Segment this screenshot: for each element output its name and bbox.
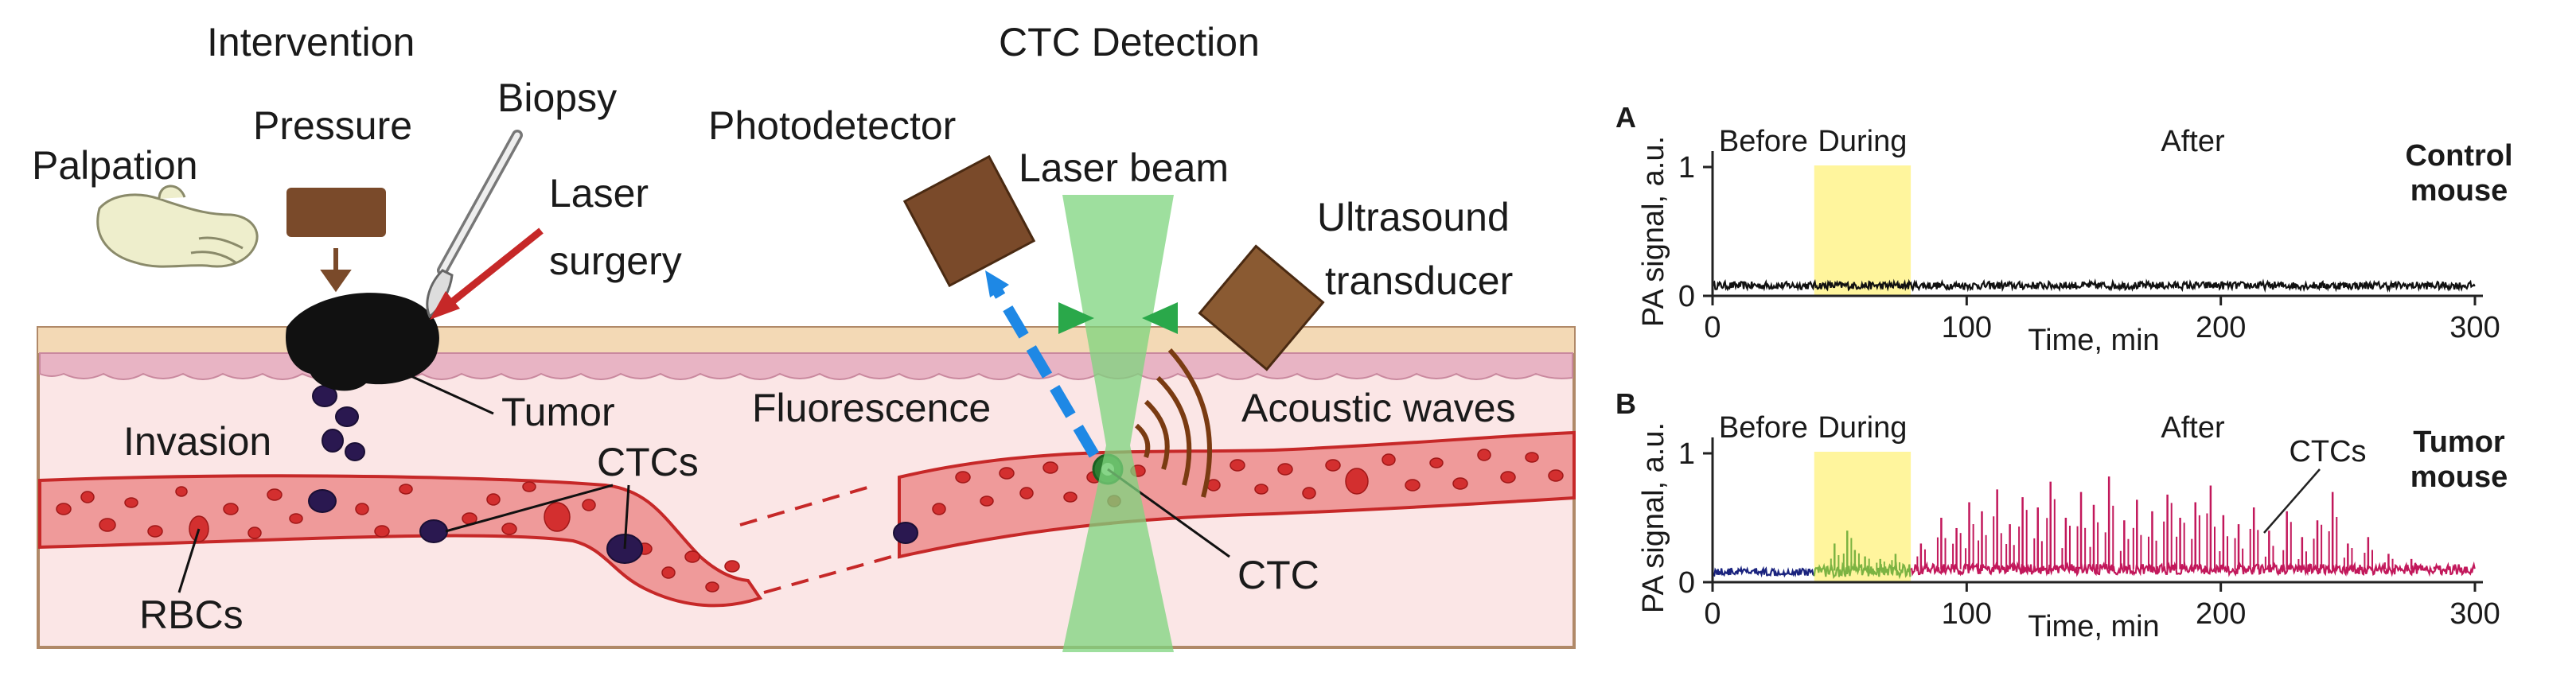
invasion-label: Invasion [123, 419, 271, 464]
transducer-label: transducer [1325, 258, 1513, 303]
laser-beam-label: Laser beam [1019, 146, 1229, 190]
x-tick-label: 200 [2196, 311, 2246, 344]
x-axis-label: Time, min [2028, 610, 2159, 643]
dermis-layer [39, 352, 1573, 380]
phase-label-during: During [1818, 125, 1907, 158]
biopsy-label: Biopsy [497, 76, 617, 120]
tumor-label: Tumor [501, 390, 615, 434]
surgery-label: surgery [549, 239, 682, 283]
x-tick-label: 0 [1704, 597, 1721, 631]
pressure-label: Pressure [253, 103, 412, 148]
x-tick-label: 200 [2196, 597, 2246, 631]
tumor-leader-line [405, 372, 494, 415]
pressure-arrow [320, 248, 352, 293]
y-tick-label: 0 [1678, 280, 1695, 313]
chart-panel-b: Before During After 0 1 0 100 200 300 Time, min PA… [1615, 387, 2508, 643]
acoustic-waves-label: Acoustic waves [1241, 386, 1516, 430]
rbcs-label: RBCs [139, 593, 244, 637]
skin-surface [38, 328, 1574, 353]
ultrasound-label: Ultrasound [1317, 195, 1510, 239]
y-tick-label: 0 [1678, 566, 1695, 600]
panel-title-line2: mouse [2410, 460, 2508, 494]
y-tick-label: 1 [1678, 437, 1695, 471]
phase-label-after: After [2161, 411, 2225, 445]
laser-label: Laser [549, 171, 649, 216]
photodetector [902, 154, 1036, 288]
x-tick-label: 300 [2449, 597, 2500, 631]
ctc-detection-title: CTC Detection [999, 20, 1260, 64]
phase-label-before: Before [1719, 125, 1808, 158]
x-tick-label: 300 [2449, 311, 2500, 344]
vessel-gap-bottom [763, 555, 892, 594]
ctcs-label: CTCs [597, 440, 699, 484]
signal-trace-before [1711, 565, 1815, 578]
ultrasound-transducer [1198, 244, 1325, 371]
ctcs-leader-line-2 [623, 484, 630, 550]
y-axis-label: PA signal, a.u. [1637, 422, 1670, 613]
x-tick-label: 100 [1942, 311, 1992, 344]
fluorescence-arrow [989, 283, 1100, 458]
panel-title-line2: mouse [2410, 174, 2508, 208]
y-tick-label: 1 [1678, 151, 1695, 185]
ctcs-leader-line-1 [445, 484, 614, 533]
chart-panel-a: Before During After 0 1 0 100 200 300 Time, min PA… [1615, 101, 2513, 357]
palpation-hand-icon [96, 185, 259, 268]
phase-label-during: During [1818, 411, 1907, 445]
photodetector-label: Photodetector [708, 103, 956, 148]
biopsy-scalpel-icon [426, 130, 523, 319]
palpation-label: Palpation [32, 143, 198, 188]
x-tick-label: 0 [1704, 311, 1721, 344]
laser-beam [1062, 195, 1174, 652]
signal-trace-main [1711, 278, 2476, 293]
phase-label-before: Before [1719, 411, 1808, 445]
x-axis-label: Time, min [2028, 324, 2159, 357]
ctcs-annotation: CTCs [2289, 435, 2366, 468]
panel-title-line1: Control [2405, 139, 2512, 173]
x-tick-label: 100 [1942, 597, 1992, 631]
tumor [286, 293, 439, 391]
fluorescence-label: Fluorescence [752, 386, 991, 430]
panel-id: A [1615, 101, 1636, 134]
phase-label-after: After [2161, 125, 2225, 158]
ctc-label: CTC [1237, 553, 1319, 597]
panel-id: B [1615, 387, 1636, 420]
laser-surgery-arrowhead [430, 291, 460, 320]
laser-surgery-arrow [447, 227, 544, 307]
y-axis-label: PA signal, a.u. [1637, 136, 1670, 327]
ctcs-annotation-line [2263, 468, 2321, 534]
invasion-cells [312, 385, 365, 461]
intervention-diagram: Intervention CTC Detection Palpation Pre… [32, 20, 1576, 652]
laser-beam-arrows [1058, 302, 1178, 334]
intervention-title: Intervention [207, 20, 415, 64]
rbc-group [56, 449, 1564, 593]
panel-title-line1: Tumor [2413, 425, 2505, 459]
rbcs-leader-line [177, 528, 201, 593]
acoustic-waves [1134, 348, 1212, 498]
pressure-pad [286, 188, 386, 237]
vessel-gap-top [739, 484, 876, 527]
fluorescence-arrowhead [985, 270, 1009, 297]
during-band [1814, 165, 1912, 296]
signal-trace-after [1910, 561, 2476, 577]
